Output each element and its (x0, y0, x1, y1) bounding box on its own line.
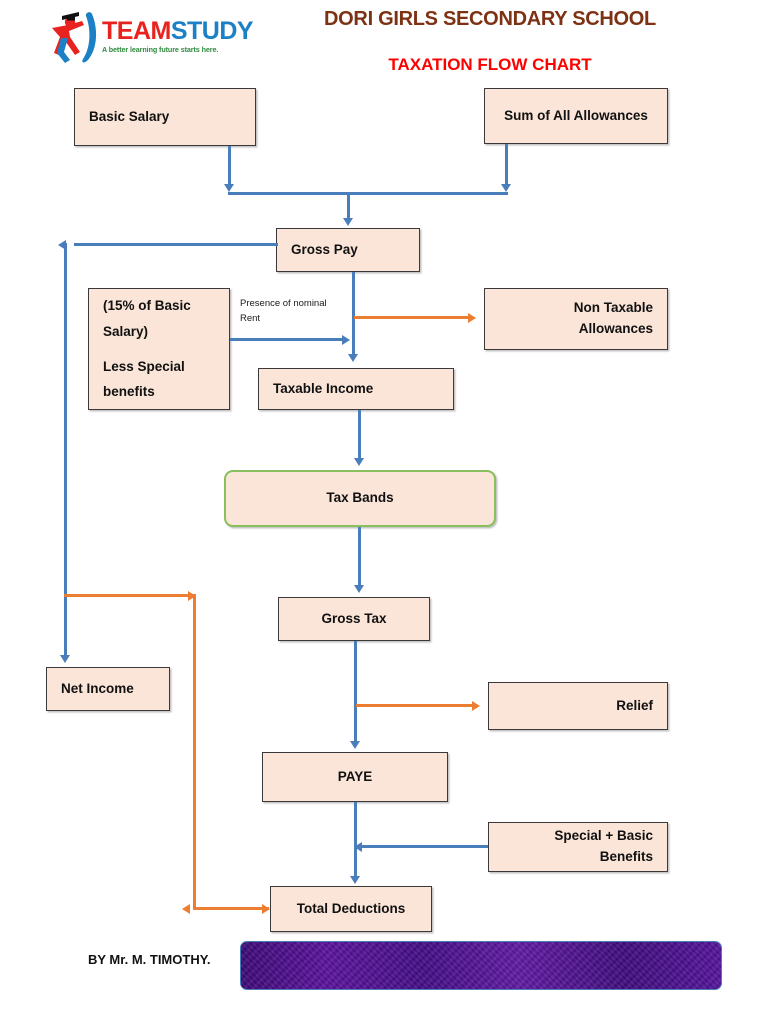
node-basic-salary[interactable]: Basic Salary (74, 88, 256, 146)
edge-special-basic-arrowhead (354, 842, 362, 852)
node-gross-pay[interactable]: Gross Pay (276, 228, 420, 272)
node-special-basic-benefits-line1: Special + Basic (554, 828, 653, 844)
byline: BY Mr. M. TIMOTHY. (88, 952, 211, 967)
node-net-income-label: Net Income (61, 680, 134, 696)
edge-basic-salary-arrowhead (224, 184, 234, 192)
node-net-income[interactable]: Net Income (46, 667, 170, 711)
edge-gross-tax-to-paye-arrowhead (350, 741, 360, 749)
edge-sum-allowances-arrowhead (501, 184, 511, 192)
edge-junction-bar (228, 192, 508, 195)
node-sum-of-all-allowances-label: Sum of All Allowances (504, 107, 648, 123)
node-non-taxable-allowances[interactable]: Non Taxable Allowances (484, 288, 668, 350)
node-less-special-benefits-line4: benefits (103, 384, 155, 400)
teamstudy-logo-icon (48, 8, 100, 64)
annotation-nominal-rent-line1: Presence of nominal (240, 298, 327, 309)
node-relief-label: Relief (616, 697, 653, 713)
node-special-basic-benefits-line2: Benefits (599, 849, 653, 864)
node-relief[interactable]: Relief (488, 682, 668, 730)
annotation-nominal-rent: Presence of nominal Rent (240, 296, 350, 326)
edge-gross-pay-down-arrowhead (348, 354, 358, 362)
node-tax-bands[interactable]: Tax Bands (224, 470, 496, 527)
teamstudy-logo-text: TEAMSTUDY A better learning future start… (102, 16, 254, 54)
school-title: DORI GIRLS SECONDARY SCHOOL (324, 8, 656, 30)
node-non-taxable-allowances-line1: Non Taxable (573, 300, 653, 316)
edge-basic-salary-down (228, 146, 231, 186)
edge-nontaxable-line (354, 316, 470, 319)
edge-paye-to-total (354, 802, 357, 878)
edge-gross-pay-down (352, 272, 355, 356)
node-tax-bands-label: Tax Bands (326, 490, 394, 506)
node-taxable-income[interactable]: Taxable Income (258, 368, 454, 410)
edge-taxable-to-bands (358, 410, 361, 460)
annotation-nominal-rent-line2: Rent (240, 313, 261, 325)
node-paye-label: PAYE (337, 768, 373, 784)
edge-gross-pay-left (74, 243, 278, 246)
edge-net-income-return-top (64, 594, 196, 597)
edge-junction-to-gross-pay (347, 192, 350, 220)
node-less-special-benefits-line1: (15% of Basic (103, 298, 191, 314)
node-taxable-income-label: Taxable Income (273, 380, 374, 396)
node-basic-salary-label: Basic Salary (89, 108, 170, 124)
edge-relief-arrowhead (472, 701, 480, 711)
node-less-special-benefits-line2: Salary) (103, 323, 149, 339)
node-sum-of-all-allowances[interactable]: Sum of All Allowances (484, 88, 668, 144)
edge-junction-to-gross-pay-arrowhead (343, 218, 353, 226)
redaction-bar (240, 941, 722, 990)
node-gross-tax[interactable]: Gross Tax (278, 597, 430, 641)
node-gross-tax-label: Gross Tax (321, 610, 387, 626)
node-non-taxable-allowances-line2: Allowances (578, 321, 653, 336)
edge-bands-to-gross-tax (358, 527, 361, 587)
edge-net-income-return-top-arrowhead (188, 591, 196, 601)
edge-bands-to-gross-tax-arrowhead (354, 585, 364, 593)
edge-net-income-return-vertical (193, 594, 196, 909)
edge-net-income-arrowhead (60, 655, 70, 663)
edge-net-income-return-bottom (193, 907, 269, 910)
node-less-special-benefits[interactable]: (15% of Basic Salary) Less Special benef… (88, 288, 230, 410)
node-gross-pay-label: Gross Pay (291, 241, 358, 257)
edge-taxable-to-bands-arrowhead (354, 458, 364, 466)
edge-left-rail-down (64, 243, 67, 657)
logo-word-team: TEAM (102, 16, 171, 45)
edge-paye-to-total-arrowhead (350, 876, 360, 884)
node-total-deductions[interactable]: Total Deductions (270, 886, 432, 932)
edge-special-basic-line (362, 845, 488, 848)
logo-tagline: A better learning future starts here. (102, 44, 219, 54)
edge-gross-tax-to-paye (354, 641, 357, 743)
teamstudy-logo: TEAMSTUDY A better learning future start… (48, 6, 254, 66)
edge-total-deductions-arrowhead (262, 904, 270, 914)
edge-sum-allowances-down (505, 144, 508, 186)
node-total-deductions-label: Total Deductions (296, 900, 406, 916)
edge-relief-line (356, 704, 474, 707)
edge-return-left-arrowhead (182, 904, 190, 914)
chart-title: TAXATION FLOW CHART (388, 55, 592, 74)
edge-benefits-to-spine (230, 338, 344, 341)
edge-nontaxable-arrowhead (468, 313, 476, 323)
edge-benefits-to-spine-arrowhead (342, 335, 350, 345)
node-less-special-benefits-line3: Less Special (103, 358, 185, 374)
node-paye[interactable]: PAYE (262, 752, 448, 802)
logo-word-study: STUDY (170, 16, 254, 45)
node-special-basic-benefits[interactable]: Special + Basic Benefits (488, 822, 668, 872)
edge-gross-pay-left-arrowhead (58, 240, 66, 250)
